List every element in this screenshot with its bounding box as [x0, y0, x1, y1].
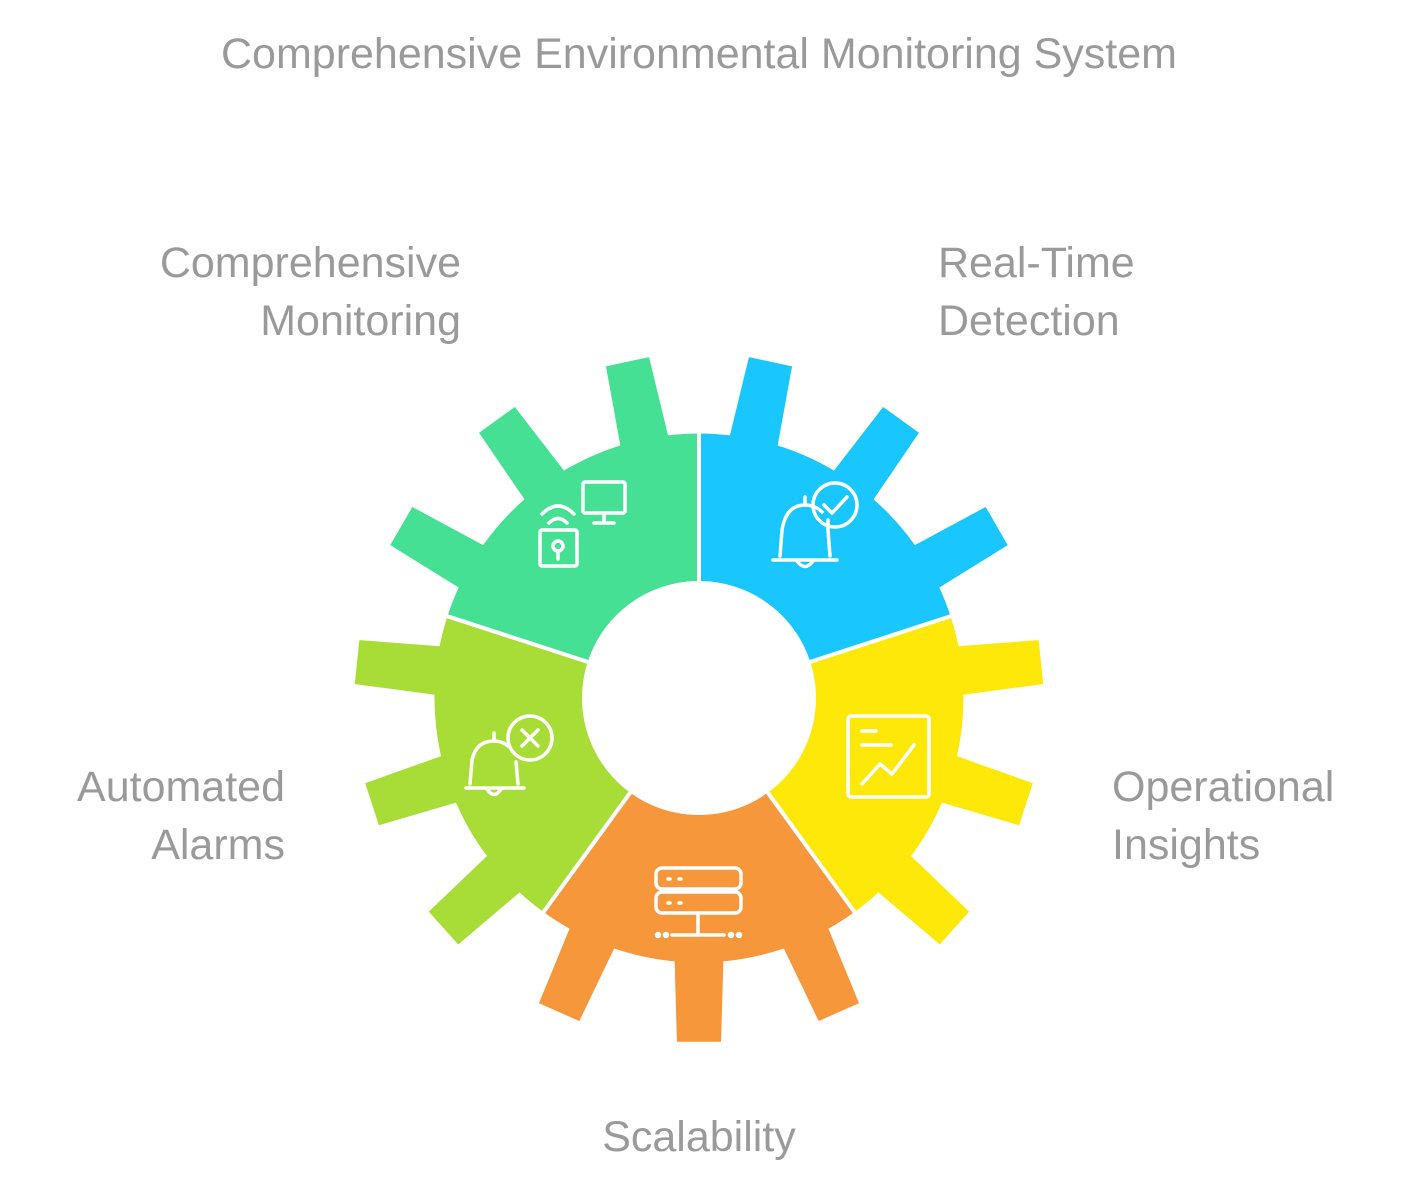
- segment-divider: [490, 777, 642, 984]
- server-network-icon: [654, 866, 743, 939]
- label-scalability: Scalability: [0, 1108, 1398, 1166]
- chart-board-icon: [846, 714, 931, 799]
- label-line: Scalability: [602, 1113, 796, 1161]
- label-comprehensive-monitoring: Comprehensive Monitoring: [160, 234, 461, 350]
- segment-divider: [363, 587, 605, 670]
- gear-dividers: [363, 346, 1035, 984]
- bell-x-icon: [464, 714, 554, 797]
- label-real-time-detection: Real-Time Detection: [938, 234, 1135, 350]
- label-line: Comprehensive: [159, 239, 461, 287]
- label-line: Detection: [938, 297, 1120, 345]
- label-line: Monitoring: [260, 297, 461, 345]
- label-line: Automated: [77, 763, 285, 811]
- label-line: Operational: [1112, 763, 1335, 811]
- label-automated-alarms: Automated Alarms: [77, 758, 285, 874]
- gear-hub: [582, 581, 816, 815]
- bell-check-icon: [771, 481, 859, 569]
- segment-divider: [793, 587, 1035, 670]
- diagram-title: Comprehensive Environmental Monitoring S…: [221, 30, 1177, 78]
- label-line: Insights: [1112, 821, 1261, 869]
- wifi-lock-monitor-icon: [538, 480, 627, 568]
- label-line: Real-Time: [938, 239, 1135, 287]
- label-operational-insights: Operational Insights: [1112, 758, 1334, 874]
- label-line: Alarms: [151, 821, 285, 869]
- segment-divider: [756, 777, 908, 984]
